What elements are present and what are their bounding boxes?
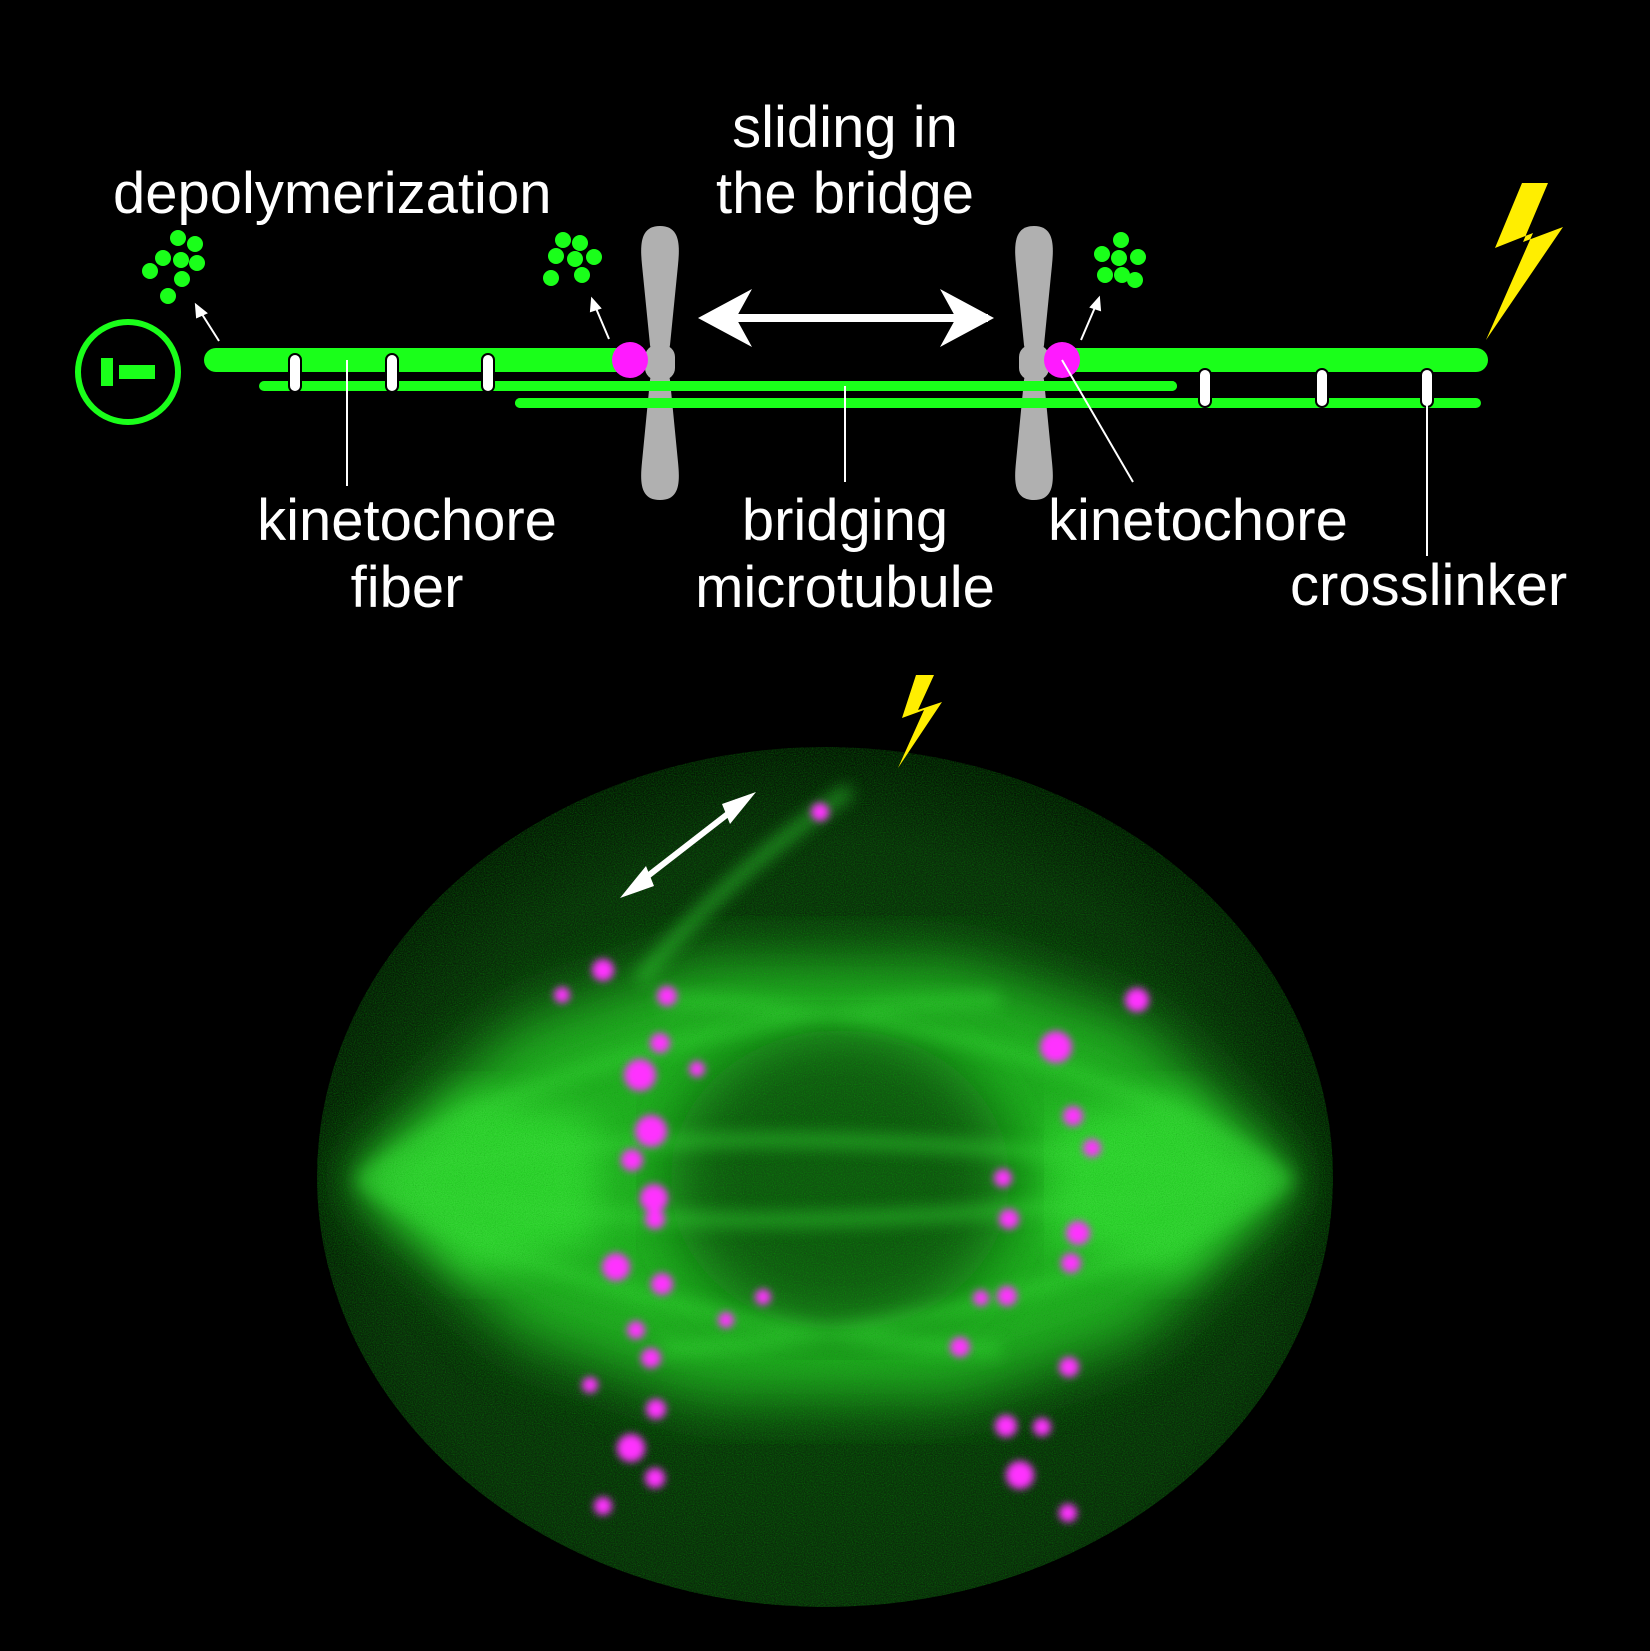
- kinetochore-left: [612, 342, 648, 378]
- microscopy-image: [300, 675, 1350, 1620]
- label-kinetochore: kinetochore: [1048, 488, 1348, 553]
- tubulin-dots-left: [142, 230, 205, 304]
- label-depolymerization: depolymerization: [113, 161, 551, 226]
- tubulin-dots-middle: [543, 232, 602, 286]
- label-crosslinker: crosslinker: [1290, 553, 1567, 618]
- label-kfiber-line1: kinetochore: [257, 488, 557, 553]
- label-kfiber-line2: fiber: [351, 555, 464, 620]
- sliding-double-arrow-icon: [698, 289, 994, 347]
- label-sliding-line2: the bridge: [716, 161, 974, 226]
- schematic: depolymerization sliding in the bridge k…: [78, 95, 1567, 620]
- minus-end-pole-icon: [78, 322, 178, 422]
- lightning-bolt-image-icon: [898, 675, 942, 768]
- label-sliding-line1: sliding in: [732, 95, 958, 160]
- lightning-bolt-icon: [1486, 183, 1563, 340]
- label-bridging-line1: bridging: [742, 488, 948, 553]
- label-bridging-line2: microtubule: [695, 555, 995, 620]
- tubulin-dots-right: [1094, 232, 1146, 288]
